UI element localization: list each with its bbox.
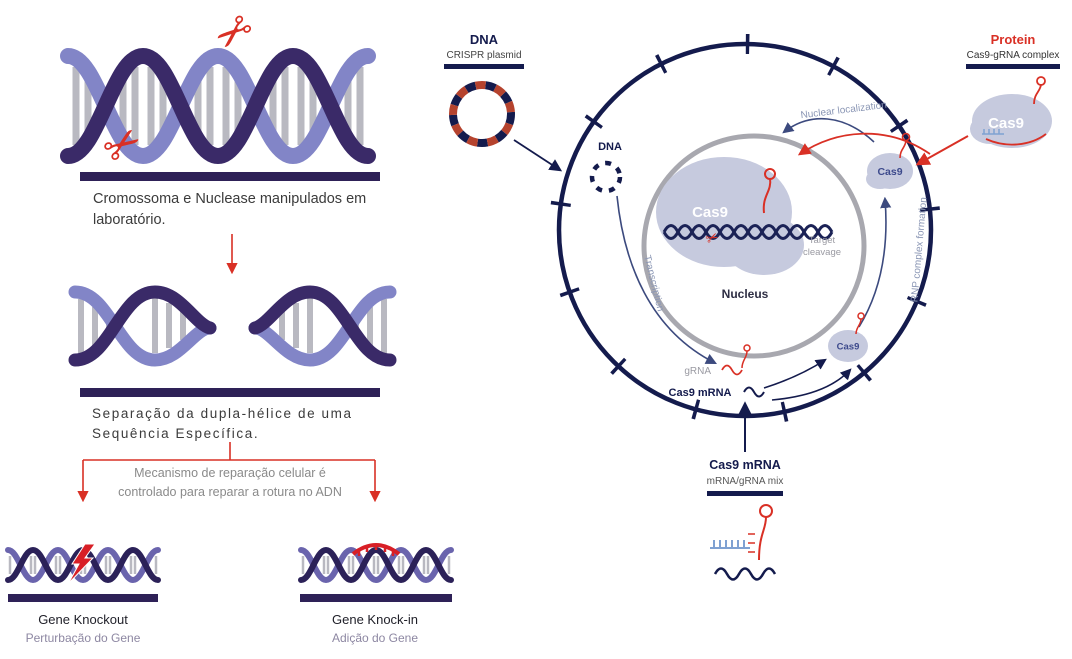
helix-strand-dark [60,47,376,165]
helix-rungs [72,67,364,145]
plasmid-bar [444,64,524,69]
knockout-title: Gene Knockout [38,612,128,627]
nucleus-label: Nucleus [722,287,769,301]
helix-half-mirrored [255,292,390,360]
knockin-bar [300,594,452,602]
helix-strand-light [60,47,376,165]
step2-caption-line1: Separação da dupla-hélice de uma [92,406,353,421]
plasmid-title: DNA [470,32,499,47]
helix-with-scissors-illustration: ✂ ✂ [60,0,376,176]
cas9-nucleus-label: Cas9 [692,204,728,221]
lightning-bolt-icon [67,543,96,585]
step1-caption-line1: Cromossoma e Nuclease manipulados em [93,191,367,207]
separated-helix-illustration [68,285,395,367]
translation-arrow-2 [771,368,852,401]
cell-diagram: Cas9 ✂ Target cleavage Nucleus Nuclear l… [444,32,1060,581]
gene-insert-icon [351,543,401,556]
plasmid-entry-arrow [513,139,563,172]
target-cleavage-label-line1: Target [809,235,836,246]
grna-hairpin-icon [899,132,911,159]
transcription-arrow [616,195,717,365]
helix-strand-light [5,546,161,584]
cas9-blob-label: Cas9 [877,166,902,178]
grna-hairpin-icon [1033,76,1046,105]
helix-strand-light [68,285,217,367]
step2-caption: Separação da dupla-hélice de uma Sequênc… [92,404,392,443]
protein-entry-arrow [915,135,969,166]
branch-caption-line2: controlado para reparar a rotura no ADN [118,485,342,500]
grna-squiggle-icon [721,344,751,376]
grna-hairpin-icon [855,312,865,335]
knockin-subtitle: Adição do Gene [331,631,419,645]
inner-plasmid-icon [589,160,623,194]
inner-dna-label: DNA [598,141,622,153]
cas9-rnp-complex-top: Cas9 [866,132,913,189]
mrna-bottom-title: Cas9 mRNA [709,458,781,472]
knockout-helix-illustration [5,543,161,585]
target-seq-comb-icon [982,129,1004,135]
cas9-mrna-inner-label: Cas9 mRNA [669,387,732,399]
cas9-blob-label: Cas9 [837,342,860,353]
grna-in-nucleus [762,168,776,214]
helix-strand-light [298,546,454,584]
cas9-rnp-complex-bottom: Cas9 [828,312,868,362]
target-dna-strand [662,224,834,240]
translation-arrow-1 [763,358,827,389]
nuclear-import-arrow-red [797,132,931,156]
cas9-protein-blob: Cas9 [970,76,1052,148]
plasmid-subtitle: CRISPR plasmid [446,50,521,61]
plasmid-icon [449,81,515,147]
grna-strand-icon [985,133,1047,146]
grna-label: gRNA [684,366,711,377]
mrna-bottom-bar [707,491,783,496]
dna-double-helix [60,47,376,165]
knockout-subtitle: Perturbação do Gene [25,631,141,645]
step1-caption-line2: laboratório. [93,212,166,229]
mrna-bottom-subtitle: mRNA/gRNA mix [707,476,784,487]
grna-mix-icon [710,504,773,561]
branch-arrows [77,442,381,503]
knockin-title: Gene Knock-in [332,612,418,627]
rnp-formation-arrow [858,196,892,328]
protein-bar [966,64,1060,69]
helix-strand-dark [68,285,217,367]
step1-caption: Cromossoma e Nuclease manipulados em lab… [93,189,383,231]
helix-rungs [301,556,451,574]
protein-subtitle: Cas9-gRNA complex [967,50,1060,61]
knockin-helix-illustration [298,543,454,584]
branch-caption: Mecanismo de reparação celular é control… [110,464,350,503]
knockout-bar [8,594,158,602]
branch-caption-line1: Mecanismo de reparação celular é [134,466,326,480]
cas9-protein-label: Cas9 [988,115,1024,132]
mrna-squiggle-bottom-icon [713,567,777,581]
helix-half [68,285,217,367]
target-cleavage-label-line2: cleavage [803,247,841,258]
step1-divider-bar [80,172,380,181]
mrna-squiggle-icon [743,386,765,398]
step2-divider-bar [80,388,380,397]
step2-caption-line2: Sequência Específica. [92,425,260,441]
cas9-nucleus-blob [656,157,804,275]
down-arrow [226,234,238,275]
protein-title: Protein [991,32,1036,47]
